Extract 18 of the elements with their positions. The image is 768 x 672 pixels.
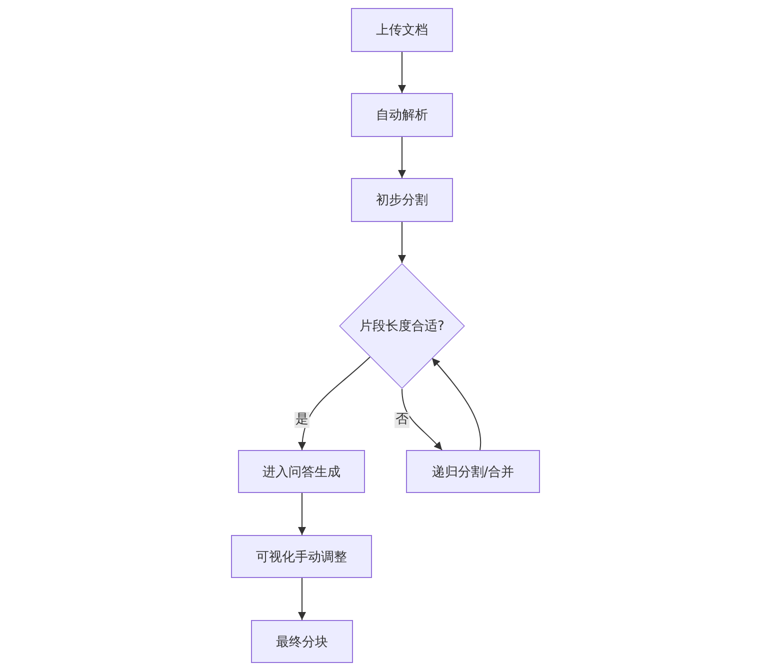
process-box: 可视化手动调整 (231, 535, 372, 578)
process-box: 上传文档 (351, 8, 453, 52)
process-box: 最终分块 (251, 620, 353, 663)
process-box: 递归分割/合并 (406, 450, 540, 493)
edge-label: 是 (294, 412, 310, 428)
arrow (398, 52, 406, 94)
edge-label: 否 (394, 412, 410, 428)
arrow (298, 356, 370, 450)
process-box: 自动解析 (351, 93, 453, 137)
arrow (432, 358, 482, 450)
arrow (398, 222, 406, 264)
arrow (402, 388, 442, 450)
process-box: 初步分割 (351, 178, 453, 222)
process-box: 进入问答生成 (238, 450, 365, 493)
decision-diamond: 片段长度合适? (339, 263, 465, 389)
arrow (298, 492, 306, 536)
arrow (398, 136, 406, 178)
arrow (298, 578, 306, 620)
